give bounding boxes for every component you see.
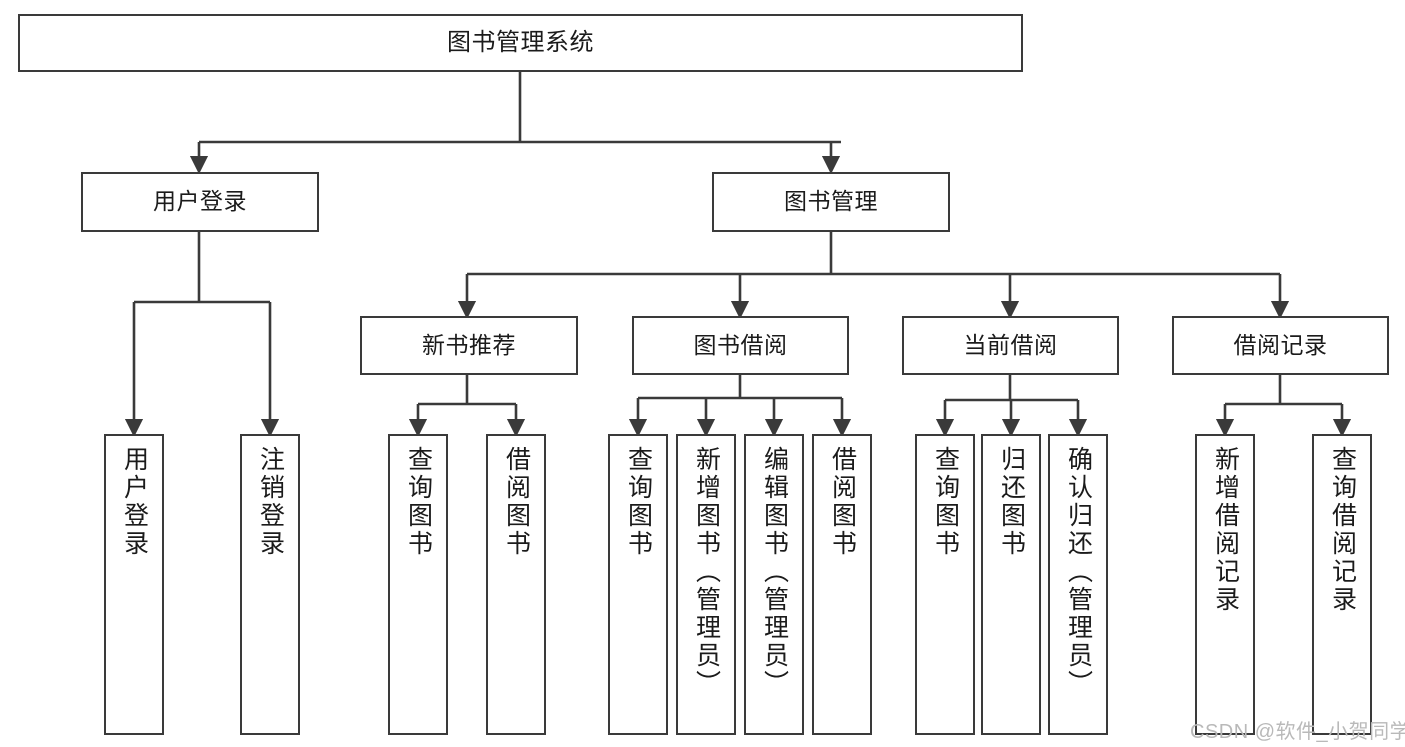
node-leaf-borrow-book-1[interactable]: 借阅图书 [486,434,546,735]
node-leaf-borrow-book-2-label: 借阅图书 [828,446,857,558]
node-new-book-recommend[interactable]: 新书推荐 [360,316,578,375]
node-current-borrow-label: 当前借阅 [963,331,1058,358]
node-user-login-label: 用户登录 [153,188,247,215]
node-leaf-query-book-1[interactable]: 查询图书 [388,434,448,735]
node-leaf-edit-book-label: 编辑图书（管理员） [760,446,789,698]
node-leaf-user-login[interactable]: 用户登录 [104,434,164,735]
node-leaf-confirm-return[interactable]: 确认归还（管理员） [1048,434,1108,735]
node-user-login[interactable]: 用户登录 [81,172,319,232]
node-leaf-query-record[interactable]: 查询借阅记录 [1312,434,1372,735]
node-leaf-add-record-label: 新增借阅记录 [1211,446,1240,614]
node-root[interactable]: 图书管理系统 [18,14,1023,72]
node-leaf-query-record-label: 查询借阅记录 [1328,446,1357,614]
node-leaf-query-book-2-label: 查询图书 [624,446,653,558]
node-leaf-add-record[interactable]: 新增借阅记录 [1195,434,1255,735]
node-book-borrow-label: 图书借阅 [693,331,788,358]
node-root-label: 图书管理系统 [447,28,594,56]
node-borrow-record-label: 借阅记录 [1233,331,1328,358]
node-book-management[interactable]: 图书管理 [712,172,950,232]
csdn-watermark: CSDN @软件_小贺同学 [1190,721,1405,743]
node-book-management-label: 图书管理 [784,188,878,215]
node-leaf-query-book-3[interactable]: 查询图书 [915,434,975,735]
node-borrow-record[interactable]: 借阅记录 [1172,316,1389,375]
node-book-borrow[interactable]: 图书借阅 [632,316,849,375]
node-leaf-borrow-book-1-label: 借阅图书 [502,446,531,558]
node-leaf-confirm-return-label: 确认归还（管理员） [1064,446,1093,698]
node-current-borrow[interactable]: 当前借阅 [902,316,1119,375]
node-leaf-logout-label: 注销登录 [256,446,285,558]
node-leaf-borrow-book-2[interactable]: 借阅图书 [812,434,872,735]
node-leaf-query-book-2[interactable]: 查询图书 [608,434,668,735]
node-new-book-recommend-label: 新书推荐 [422,331,516,358]
node-leaf-add-book-label: 新增图书（管理员） [692,446,721,698]
node-leaf-query-book-1-label: 查询图书 [404,446,433,558]
node-leaf-logout[interactable]: 注销登录 [240,434,300,735]
node-leaf-edit-book[interactable]: 编辑图书（管理员） [744,434,804,735]
node-leaf-user-login-label: 用户登录 [120,446,149,558]
node-leaf-add-book[interactable]: 新增图书（管理员） [676,434,736,735]
node-leaf-return-book-label: 归还图书 [997,446,1026,558]
node-leaf-return-book[interactable]: 归还图书 [981,434,1041,735]
node-leaf-query-book-3-label: 查询图书 [931,446,960,558]
